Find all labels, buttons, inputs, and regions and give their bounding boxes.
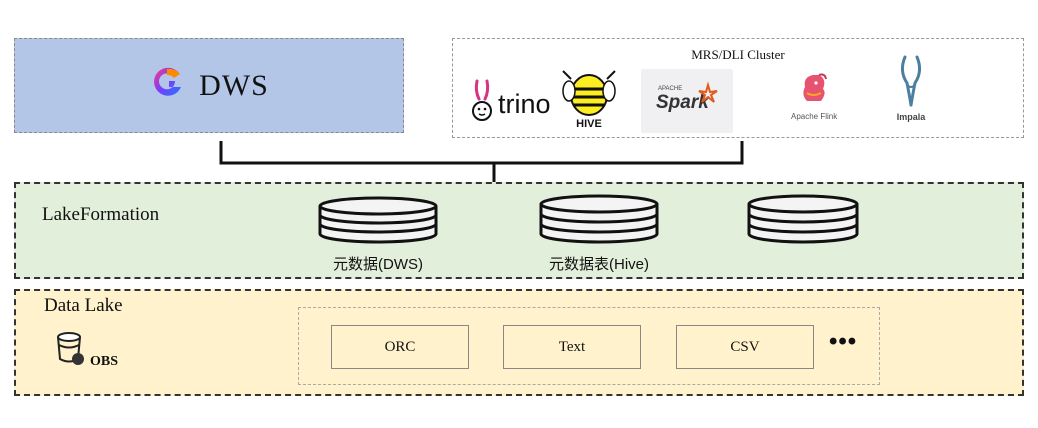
cluster-box: MRS/DLI Cluster trino HIVE <box>452 38 1024 138</box>
database-hive-metadata: 元数据表(Hive) <box>524 194 674 274</box>
flink-squirrel-icon <box>799 71 829 110</box>
database-icon <box>745 194 861 249</box>
trino-bunny-icon <box>471 79 493 130</box>
datalake-box: Data Lake OBS ORC Text CSV ••• <box>14 289 1024 396</box>
dws-box: DWS <box>14 38 404 133</box>
database-dws-metadata: 元数据(DWS) <box>308 196 448 274</box>
database-unlabeled <box>738 194 868 253</box>
engine-spark: APACHE Spark <box>641 69 733 133</box>
trino-label: trino <box>498 89 551 119</box>
database-label: 元数据(DWS) <box>333 256 423 273</box>
more-formats-ellipsis: ••• <box>829 328 858 355</box>
format-csv: CSV <box>676 325 814 369</box>
impala-antelope-icon <box>895 53 927 114</box>
engine-flink: Apache Flink <box>791 71 837 121</box>
obs-label: OBS <box>90 354 119 369</box>
spark-label: Spark <box>656 92 710 113</box>
cluster-title: MRS/DLI Cluster <box>691 47 785 62</box>
datalake-label: Data Lake <box>44 295 123 316</box>
dws-logo-icon <box>149 65 185 106</box>
hive-bee-icon: HIVE <box>561 69 617 136</box>
format-orc: ORC <box>331 325 469 369</box>
formats-group: ORC Text CSV ••• <box>298 307 880 385</box>
lakeformation-label: LakeFormation <box>42 204 160 225</box>
dws-brand: DWS <box>149 65 269 106</box>
database-icon <box>537 194 661 249</box>
format-text: Text <box>503 325 641 369</box>
database-label: 元数据表(Hive) <box>549 256 649 273</box>
engine-impala: Impala <box>895 53 927 122</box>
impala-label: Impala <box>896 112 926 122</box>
flink-label: Apache Flink <box>791 112 838 121</box>
database-icon <box>316 196 440 249</box>
engine-hive: HIVE <box>561 69 617 136</box>
dws-label: DWS <box>199 68 269 102</box>
obs-storage: OBS <box>56 331 118 372</box>
spark-apache-label: APACHE <box>658 86 682 92</box>
engine-trino: trino <box>471 79 551 130</box>
hive-label: HIVE <box>576 118 602 130</box>
obs-bucket-icon <box>56 331 86 372</box>
spark-star-icon: APACHE Spark <box>652 80 722 122</box>
engines-connector <box>219 141 744 182</box>
lakeformation-box: LakeFormation 元数据(DWS) 元数据表(Hive) <box>14 182 1024 279</box>
